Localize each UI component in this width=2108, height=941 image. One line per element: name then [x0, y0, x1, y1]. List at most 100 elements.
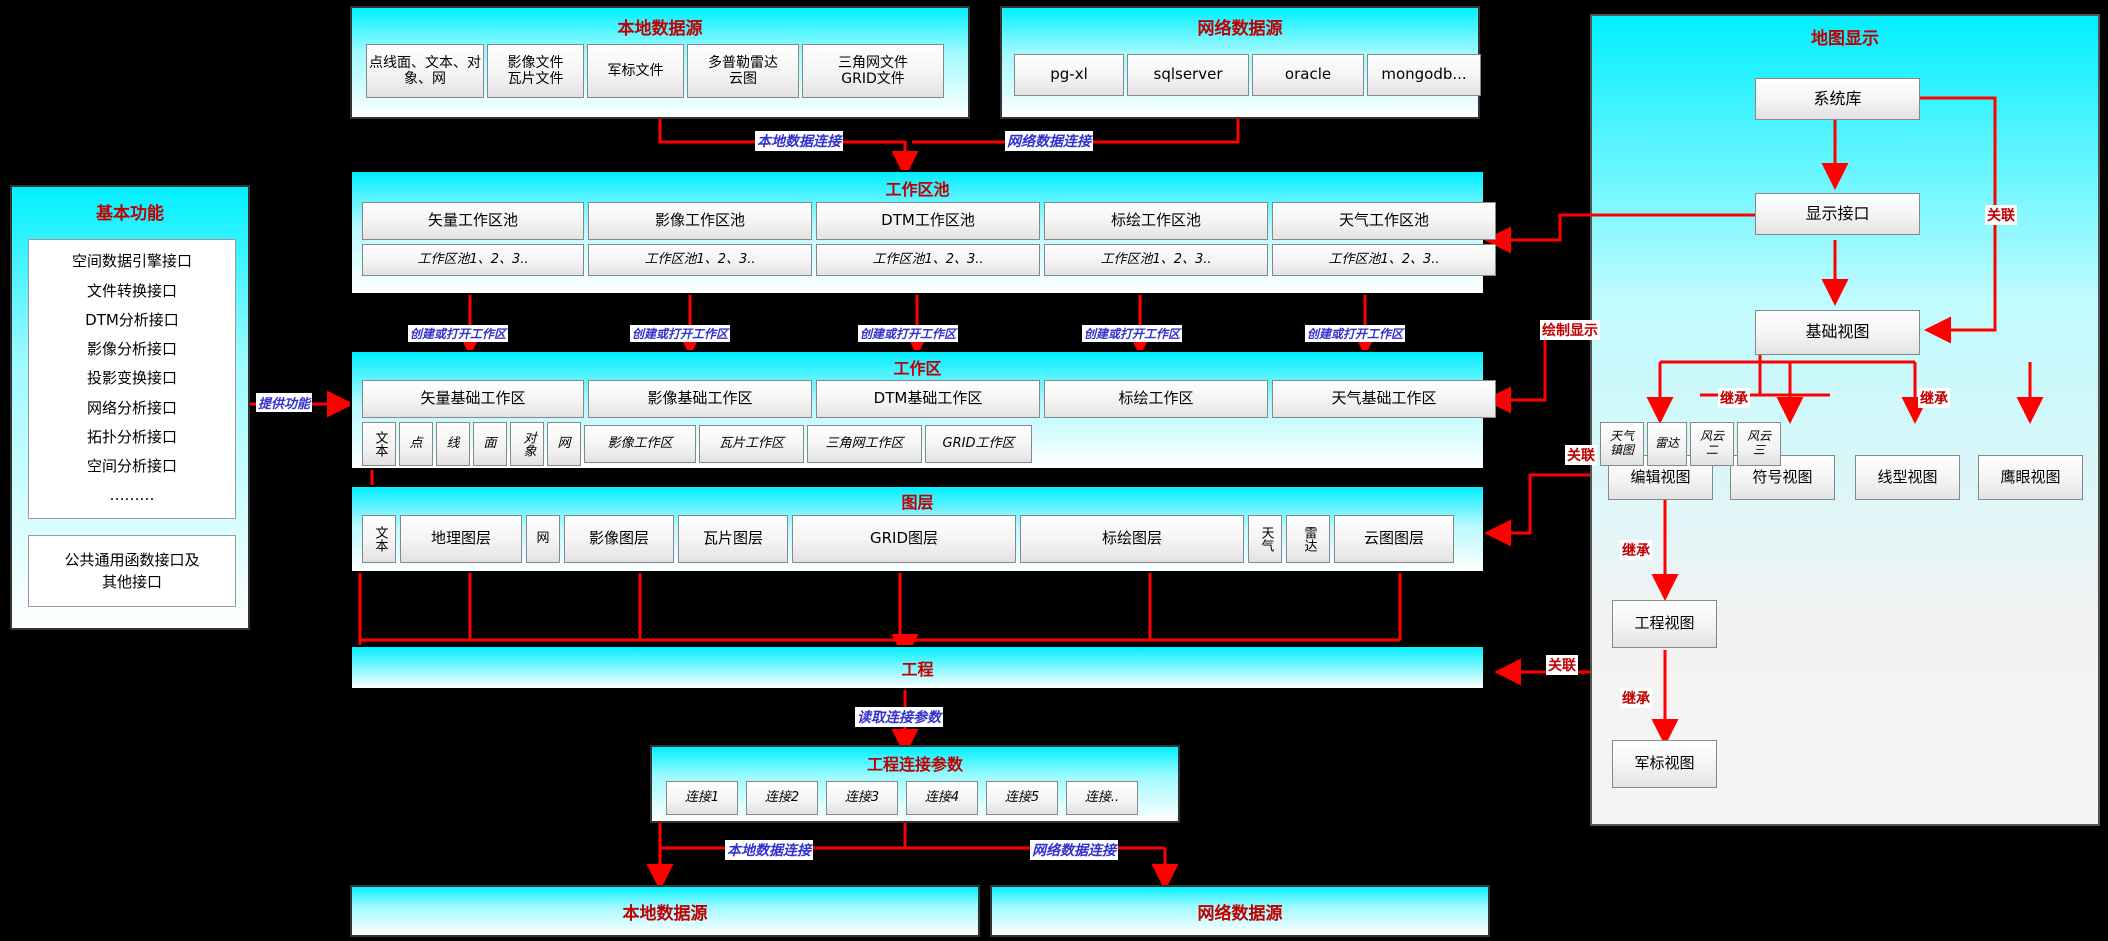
workspace-column[interactable]: 影像基础工作区 — [588, 380, 812, 418]
ws-image-workspace[interactable]: 影像工作区 — [584, 425, 696, 463]
network-source-item[interactable]: oracle — [1252, 54, 1364, 96]
connection-item[interactable]: 连接.. — [1066, 781, 1138, 815]
assoc-label-3: 关联 — [1546, 655, 1578, 675]
local-source-item[interactable]: 军标文件 — [587, 44, 684, 98]
pool-subcell[interactable]: 工作区池1、2、3.. — [1044, 244, 1268, 276]
connection-item[interactable]: 连接3 — [826, 781, 898, 815]
network-connection-label-top: 网络数据连接 — [1005, 131, 1093, 151]
ws-tile-workspace[interactable]: 瓦片工作区 — [699, 425, 804, 463]
workspace-column[interactable]: 标绘工作区 — [1044, 380, 1268, 418]
inherit-label-4: 继承 — [1620, 688, 1652, 708]
layers-items: 文本 地理图层 网 影像图层 瓦片图层 GRID图层 标绘图层 天气 雷达 云图… — [362, 515, 1454, 563]
local-connection-label-bottom: 本地数据连接 — [725, 840, 813, 860]
inherit-label-2: 继承 — [1918, 388, 1950, 408]
local-source-item[interactable]: 点线面、文本、对象、网 — [366, 44, 484, 98]
ws-small-line[interactable]: 线 — [436, 422, 470, 466]
ws-tin-workspace[interactable]: 三角网工作区 — [807, 425, 922, 463]
network-source-items: pg-xl sqlserver oracle mongodb... — [1014, 54, 1481, 96]
local-source-items: 点线面、文本、对象、网 影像文件 瓦片文件 军标文件 多普勒雷达 云图 三角网文… — [366, 44, 944, 98]
pool-column[interactable]: 标绘工作区池 — [1044, 202, 1268, 240]
network-data-source-panel: 网络数据源 pg-xl sqlserver oracle mongodb... — [1000, 6, 1481, 119]
project-view-node[interactable]: 工程视图 — [1612, 600, 1717, 648]
local-source-item[interactable]: 影像文件 瓦片文件 — [487, 44, 584, 98]
local-source-item[interactable]: 三角网文件 GRID文件 — [802, 44, 944, 98]
layer-grid[interactable]: GRID图层 — [792, 515, 1016, 563]
ws-fengyun-3[interactable]: 风云 三 — [1737, 422, 1781, 466]
workspace-panel: 工作区 矢量基础工作区 影像基础工作区 DTM基础工作区 标绘工作区 天气基础工… — [350, 350, 1781, 470]
network-source-item[interactable]: pg-xl — [1014, 54, 1124, 96]
inherit-label-3: 继承 — [1620, 540, 1652, 560]
display-interface-node[interactable]: 显示接口 — [1755, 193, 1920, 235]
workspace-column[interactable]: 天气基础工作区 — [1272, 380, 1496, 418]
ws-small-face[interactable]: 面 — [473, 422, 507, 466]
layer-image[interactable]: 影像图层 — [564, 515, 674, 563]
basic-functions-footer: 公共通用函数接口及 其他接口 — [28, 535, 236, 607]
layer-tile[interactable]: 瓦片图层 — [678, 515, 788, 563]
ws-grid-workspace[interactable]: GRID工作区 — [925, 425, 1032, 463]
layer-radar[interactable]: 雷达 — [1286, 515, 1330, 563]
milmark-view-node[interactable]: 军标视图 — [1612, 740, 1717, 788]
pool-subcell[interactable]: 工作区池1、2、3.. — [1272, 244, 1496, 276]
pool-subcell[interactable]: 工作区池1、2、3.. — [588, 244, 812, 276]
pool-subcell[interactable]: 工作区池1、2、3.. — [362, 244, 584, 276]
map-display-title: 地图显示 — [1811, 29, 1879, 49]
layers-title: 图层 — [901, 493, 934, 512]
basic-functions-list-text: 空间数据引擎接口 文件转换接口 DTM分析接口 影像分析接口 投影变换接口 网络… — [71, 252, 192, 505]
project-params-panel: 工程连接参数 连接1 连接2 连接3 连接4 连接5 连接.. — [650, 745, 1180, 823]
workspace-column[interactable]: 矢量基础工作区 — [362, 380, 584, 418]
create-open-workspace-label: 创建或打开工作区 — [858, 325, 959, 342]
layer-text[interactable]: 文本 — [362, 515, 396, 563]
pool-column[interactable]: 天气工作区池 — [1272, 202, 1496, 240]
layers-panel: 图层 文本 地理图层 网 影像图层 瓦片图层 GRID图层 标绘图层 天气 雷达… — [350, 485, 1485, 573]
layer-cloud[interactable]: 云图图层 — [1334, 515, 1454, 563]
draw-display-label: 绘制显示 — [1540, 320, 1600, 340]
connection-item[interactable]: 连接5 — [986, 781, 1058, 815]
ws-small-text[interactable]: 文本 — [362, 422, 396, 466]
workspace-pool-columns: 矢量工作区池 影像工作区池 DTM工作区池 标绘工作区池 天气工作区池 — [362, 202, 1496, 240]
local-data-source-panel: 本地数据源 点线面、文本、对象、网 影像文件 瓦片文件 军标文件 多普勒雷达 云… — [350, 6, 970, 119]
ws-weather-map[interactable]: 天气 镇图 — [1600, 422, 1644, 466]
network-source-item[interactable]: mongodb... — [1367, 54, 1481, 96]
ws-small-net[interactable]: 网 — [547, 422, 581, 466]
workspace-weather-cells: 天气 镇图 雷达 风云 二 风云 三 — [1600, 422, 1781, 466]
assoc-label-1: 关联 — [1985, 205, 2017, 225]
local-connection-label-top: 本地数据连接 — [755, 131, 843, 151]
provide-function-label: 提供功能 — [256, 393, 313, 412]
connection-item[interactable]: 连接2 — [746, 781, 818, 815]
read-connection-params-label: 读取连接参数 — [855, 707, 943, 727]
create-open-workspace-label: 创建或打开工作区 — [408, 325, 509, 342]
system-lib-node[interactable]: 系统库 — [1755, 78, 1920, 120]
ws-small-object[interactable]: 对象 — [510, 422, 544, 466]
workspace-column[interactable]: DTM基础工作区 — [816, 380, 1040, 418]
ws-small-point[interactable]: 点 — [399, 422, 433, 466]
layer-net[interactable]: 网 — [526, 515, 560, 563]
project-params-items: 连接1 连接2 连接3 连接4 连接5 连接.. — [666, 781, 1138, 815]
create-open-workspace-label: 创建或打开工作区 — [1305, 325, 1406, 342]
pool-subcell[interactable]: 工作区池1、2、3.. — [816, 244, 1040, 276]
pool-column[interactable]: DTM工作区池 — [816, 202, 1040, 240]
layer-geo[interactable]: 地理图层 — [400, 515, 522, 563]
project-panel: 工程 — [350, 645, 1485, 690]
ws-radar[interactable]: 雷达 — [1647, 422, 1687, 466]
base-view-node[interactable]: 基础视图 — [1755, 310, 1920, 355]
layer-weather[interactable]: 天气 — [1248, 515, 1282, 563]
network-connection-label-bottom: 网络数据连接 — [1030, 840, 1118, 860]
create-open-workspace-label: 创建或打开工作区 — [1082, 325, 1183, 342]
basic-functions-title: 基本功能 — [96, 204, 164, 224]
pool-column[interactable]: 矢量工作区池 — [362, 202, 584, 240]
local-data-source-title: 本地数据源 — [617, 19, 703, 39]
project-params-title: 工程连接参数 — [866, 755, 963, 774]
network-source-item[interactable]: sqlserver — [1127, 54, 1249, 96]
layer-plot[interactable]: 标绘图层 — [1020, 515, 1244, 563]
line-view-node[interactable]: 线型视图 — [1855, 455, 1960, 500]
eagle-view-node[interactable]: 鹰眼视图 — [1978, 455, 2083, 500]
basic-functions-panel: 基本功能 空间数据引擎接口 文件转换接口 DTM分析接口 影像分析接口 投影变换… — [10, 185, 250, 630]
connection-item[interactable]: 连接4 — [906, 781, 978, 815]
ws-fengyun-2[interactable]: 风云 二 — [1690, 422, 1734, 466]
bottom-network-source: 网络数据源 — [990, 885, 1490, 937]
connection-item[interactable]: 连接1 — [666, 781, 738, 815]
workspace-pool-title: 工作区池 — [885, 180, 950, 199]
local-source-item[interactable]: 多普勒雷达 云图 — [687, 44, 799, 98]
pool-column[interactable]: 影像工作区池 — [588, 202, 812, 240]
workspace-pool-panel: 工作区池 矢量工作区池 影像工作区池 DTM工作区池 标绘工作区池 天气工作区池… — [350, 170, 1496, 295]
